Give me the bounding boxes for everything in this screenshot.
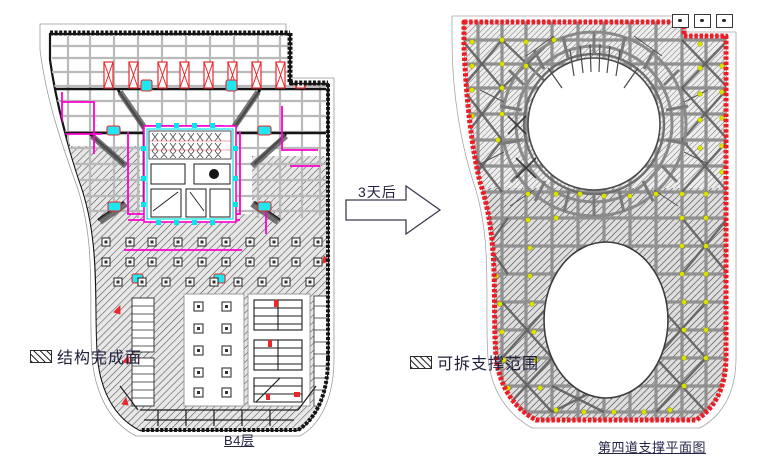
removable-boundary: [461, 19, 729, 423]
square-dot-box-icon-1: [672, 14, 689, 28]
hatch-swatch-icon: [30, 349, 52, 363]
right-strut-plan-drawing: [438, 6, 750, 434]
square-dot-box-icon-2: [694, 14, 711, 28]
left-legend-label: 结构完成面: [57, 350, 143, 367]
right-plan-vector: [451, 15, 737, 429]
right-block-arrow-icon: [345, 184, 442, 236]
transition-arrow-group: 3天后: [344, 182, 444, 238]
right-plan-caption: 第四道支撑平面图: [598, 440, 707, 455]
svg-text:PLG-D: PLG-D: [330, 415, 341, 419]
right-legend-label: 可拆支撑范围: [437, 356, 540, 373]
svg-text:BDG-02: BDG-02: [58, 303, 70, 307]
hatch-swatch-icon: [410, 355, 432, 369]
left-legend: 结构完成面: [30, 344, 142, 368]
svg-text:BDG-04: BDG-04: [58, 405, 70, 409]
transition-label: 3天后: [358, 184, 397, 200]
svg-text:BDG-01: BDG-01: [58, 229, 70, 233]
right-legend: 可拆支撑范围: [410, 350, 539, 374]
left-plan-caption: B4层: [224, 433, 255, 448]
square-dot-box-icon-3: [716, 14, 733, 28]
